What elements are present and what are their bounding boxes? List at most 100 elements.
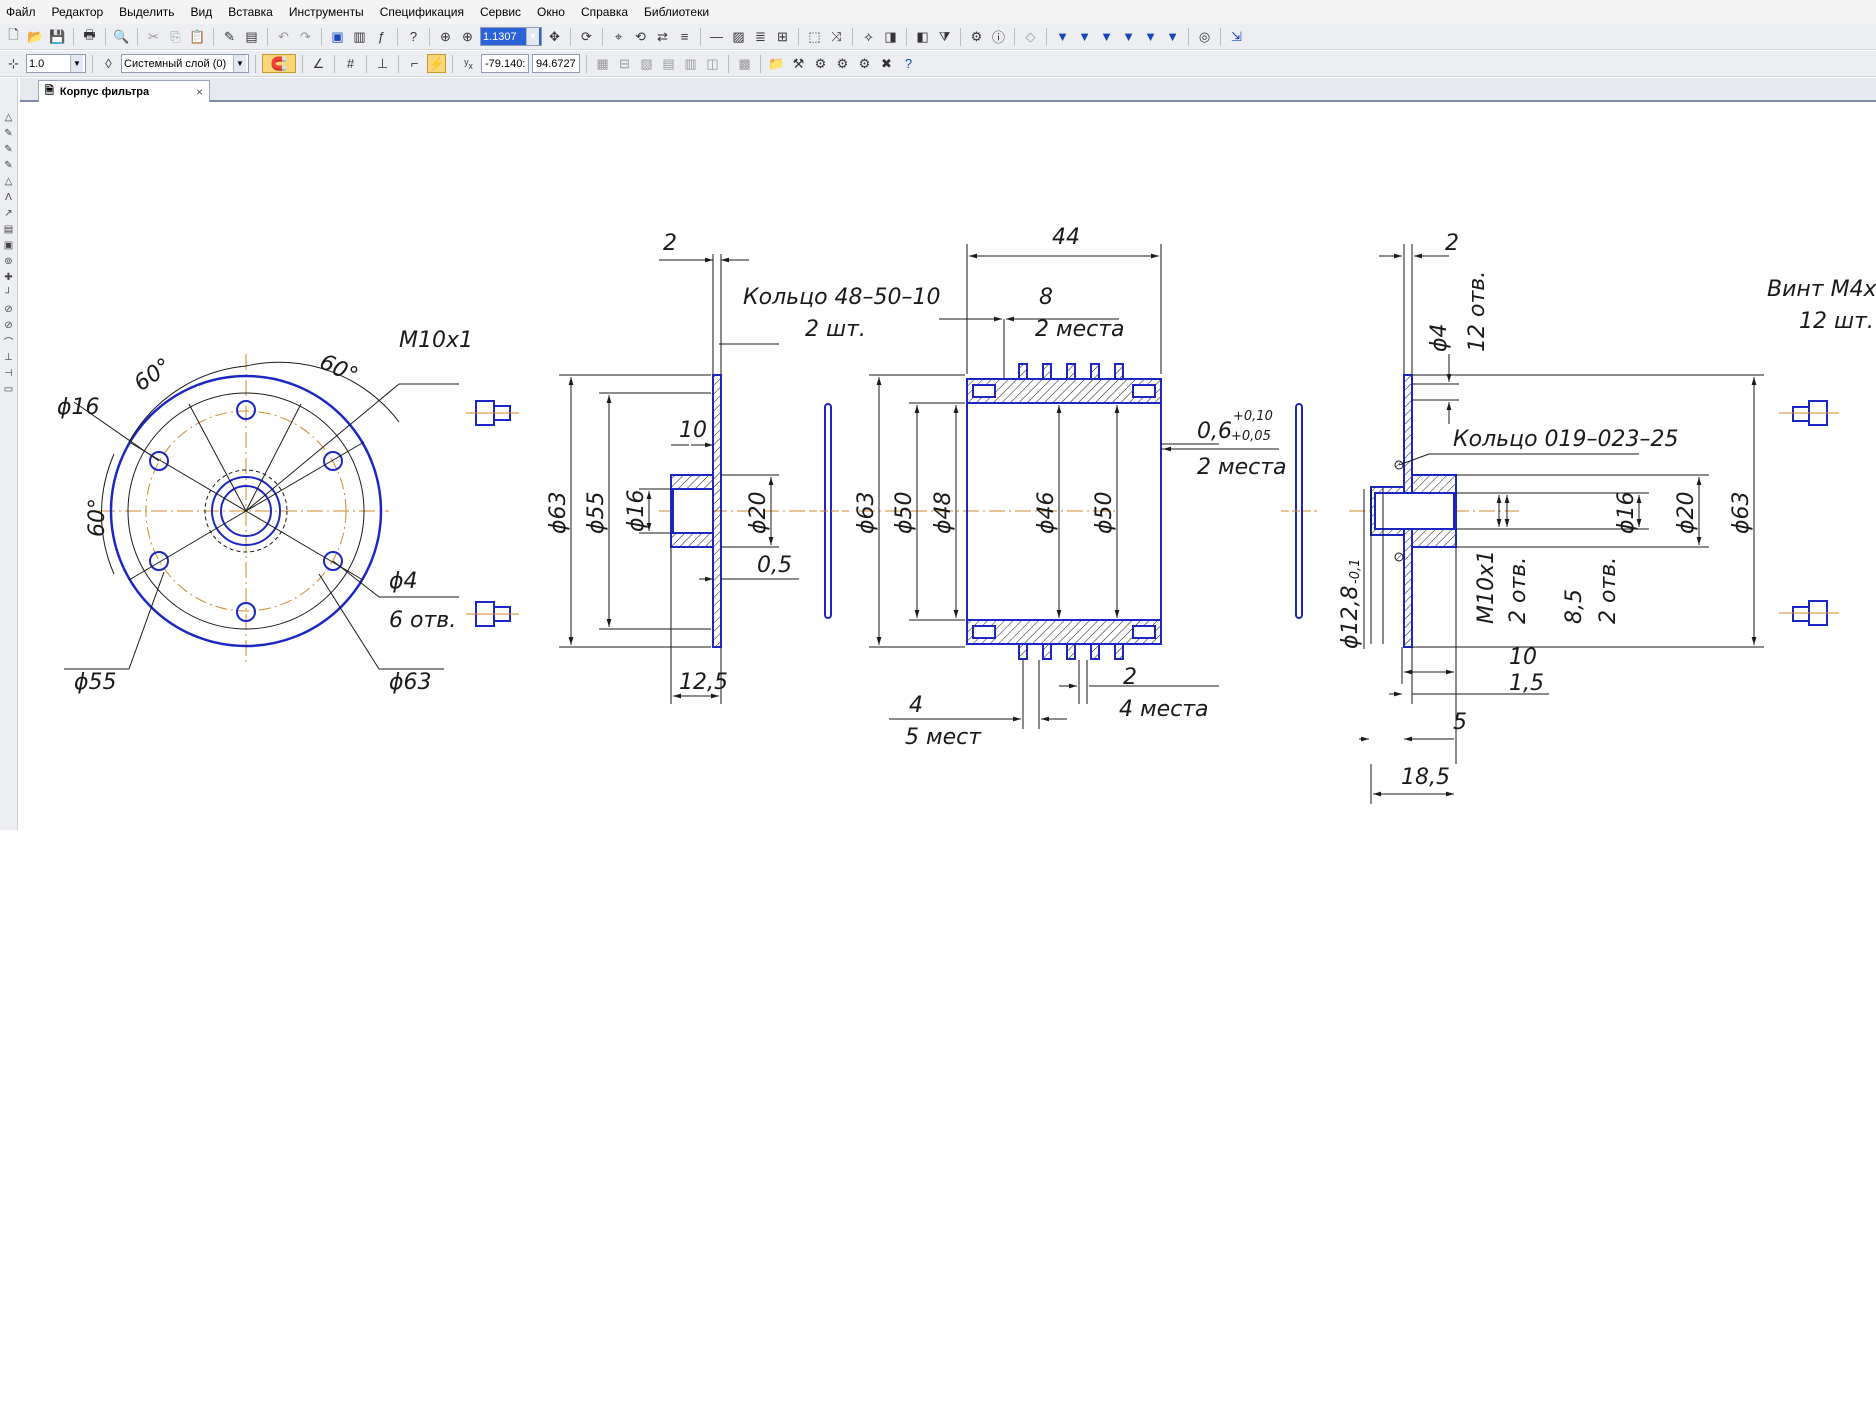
library-icon[interactable]: ▥ xyxy=(353,28,366,44)
view-left-icon[interactable]: ▼ xyxy=(1144,29,1157,44)
pan-icon[interactable]: ✥ xyxy=(549,28,560,44)
transform-icon[interactable]: ⤨ xyxy=(831,28,842,44)
frame-icon[interactable]: ⬚ xyxy=(808,28,821,44)
menu-item[interactable]: Окно xyxy=(537,5,565,19)
filter-icon[interactable]: ⧩ xyxy=(938,28,951,44)
tool-icon[interactable]: ⊘ xyxy=(4,303,13,315)
tool-icon[interactable]: ┘ xyxy=(4,287,13,299)
zoom-in-icon[interactable]: ⊕ xyxy=(462,28,473,44)
menu-item[interactable]: Файл xyxy=(6,5,36,19)
zoom-window-icon[interactable]: ⊕ xyxy=(440,28,451,44)
chevron-down-icon[interactable]: ▼ xyxy=(70,55,83,72)
grey-tool-icon[interactable]: ▤ xyxy=(662,55,675,71)
notation-icon[interactable]: ✎ xyxy=(4,143,13,155)
menu-item[interactable]: Редактор xyxy=(51,5,104,19)
save-icon[interactable]: 💾 xyxy=(49,28,66,44)
tool-icon[interactable]: ▭ xyxy=(3,383,14,395)
zoom-combo[interactable]: 1.1307 ▼ xyxy=(480,27,542,46)
refresh-icon[interactable]: ⟳ xyxy=(581,28,592,44)
measure-icon[interactable]: Λ xyxy=(5,191,12,203)
edit-icon[interactable]: ✎ xyxy=(4,159,13,171)
tool-icon[interactable]: ⊘ xyxy=(4,319,13,331)
report-icon[interactable]: ▣ xyxy=(3,239,14,251)
tool-icon[interactable]: ✚ xyxy=(4,271,13,283)
select-icon[interactable]: ⌖ xyxy=(614,28,623,44)
menu-item[interactable]: Вставка xyxy=(228,5,273,19)
dimension-icon[interactable]: ✎ xyxy=(4,127,13,139)
close-icon[interactable]: × xyxy=(195,84,203,99)
variables-icon[interactable]: ƒ xyxy=(377,29,386,44)
grey-tool-icon[interactable]: ▥ xyxy=(684,55,697,71)
info-icon[interactable]: ⓘ xyxy=(991,30,1005,45)
spec-icon[interactable]: ▤ xyxy=(3,223,14,235)
help-icon[interactable]: ? xyxy=(409,29,418,44)
magnet-snap-icon[interactable]: 🧲 xyxy=(262,54,296,73)
measure-icon[interactable]: ⟡ xyxy=(864,28,873,44)
redo-icon[interactable]: ↷ xyxy=(300,28,311,44)
geometry-icon[interactable]: △ xyxy=(4,111,13,123)
grey-tool-icon[interactable]: ⊟ xyxy=(619,55,630,71)
view-top-icon[interactable]: ▼ xyxy=(1100,29,1113,44)
properties-icon[interactable]: ✎ xyxy=(224,28,235,44)
spec-icon[interactable]: ⚒ xyxy=(792,55,805,71)
view-right-icon[interactable]: ▼ xyxy=(1166,29,1179,44)
new-file-icon[interactable]: 🗋 xyxy=(8,26,19,42)
menu-item[interactable]: Спецификация xyxy=(379,5,464,19)
insert-icon[interactable]: ⊚ xyxy=(4,255,13,267)
grid-icon[interactable]: # xyxy=(346,56,355,71)
tool-icon[interactable]: ⊥ xyxy=(4,351,13,363)
tools2-icon[interactable]: ⚙ xyxy=(836,55,849,71)
grey-tool-icon[interactable]: ▩ xyxy=(738,55,751,71)
target-icon[interactable]: ◎ xyxy=(1198,28,1211,44)
grey-tool-icon[interactable]: ▦ xyxy=(596,55,609,71)
orient-icon[interactable]: ⇄ xyxy=(657,28,668,44)
layer-icon[interactable]: ◊ xyxy=(105,56,112,71)
menu-item[interactable]: Библиотеки xyxy=(644,5,710,19)
parametric-icon[interactable]: ⚡ xyxy=(427,54,446,73)
menu-item[interactable]: Инструменты xyxy=(288,5,364,19)
view-back-icon[interactable]: ▼ xyxy=(1078,29,1091,44)
text-icon[interactable]: ≣ xyxy=(755,28,766,44)
cut-icon[interactable]: ✂ xyxy=(148,28,159,44)
drawing-canvas[interactable]: ϕ16 60° 60° 60° M10x1 ϕ4 6 отв. ϕ55 ϕ63 xyxy=(19,104,1876,830)
chevron-down-icon[interactable]: ▼ xyxy=(233,55,246,72)
menu-item[interactable]: Справка xyxy=(580,5,629,19)
view-bottom-icon[interactable]: ▼ xyxy=(1122,29,1135,44)
chevron-down-icon[interactable]: ▼ xyxy=(526,28,539,45)
copy-icon[interactable]: ⎘ xyxy=(170,28,181,44)
shape-icon[interactable]: ◨ xyxy=(884,28,897,44)
menu-item[interactable]: Выделить xyxy=(119,5,175,19)
tools3-icon[interactable]: ⚙ xyxy=(858,55,871,71)
grey-tool-icon[interactable]: ▧ xyxy=(640,55,653,71)
paste-icon[interactable]: 📋 xyxy=(189,28,206,44)
param-icon[interactable]: △ xyxy=(4,175,13,187)
view-front-icon[interactable]: ▼ xyxy=(1056,29,1069,44)
local-cs-icon[interactable]: ⊥ xyxy=(376,55,389,71)
tool-icon[interactable]: ⌒ xyxy=(3,337,14,349)
layer-combo[interactable]: Системный слой (0) ▼ xyxy=(121,54,249,73)
coord-y-field[interactable]: 94.6727 xyxy=(532,54,580,73)
grey-tool-icon[interactable]: ◫ xyxy=(706,55,719,71)
hatch-icon[interactable]: ▨ xyxy=(732,28,745,44)
ortho-icon[interactable]: ∠ xyxy=(312,55,325,71)
menu-item[interactable]: Вид xyxy=(190,5,213,19)
export-icon[interactable]: ⇲ xyxy=(1231,28,1242,44)
list-icon[interactable]: ≡ xyxy=(680,29,689,44)
layers-icon[interactable]: ◧ xyxy=(916,28,929,44)
tools-icon[interactable]: ⚙ xyxy=(814,55,827,71)
snap-icon[interactable]: ⊹ xyxy=(8,55,19,71)
preview-icon[interactable]: 🔍 xyxy=(113,28,130,44)
document-tab[interactable]: 🗎 Корпус фильтра × xyxy=(38,80,210,102)
round-icon[interactable]: ⌐ xyxy=(410,56,419,71)
coord-x-field[interactable]: -79.140: xyxy=(481,54,529,73)
line-icon[interactable]: — xyxy=(710,29,723,44)
library-manager-icon[interactable]: 📁 xyxy=(768,55,785,71)
open-icon[interactable]: 📂 xyxy=(27,28,44,44)
tool-icon[interactable]: ⊣ xyxy=(4,367,13,379)
wrench-icon[interactable]: ✖ xyxy=(881,55,892,71)
undo-icon[interactable]: ↶ xyxy=(278,28,289,44)
line-scale-combo[interactable]: 1.0 ▼ xyxy=(26,54,86,73)
select-icon[interactable]: ↗ xyxy=(4,207,13,219)
manager-icon[interactable]: ▣ xyxy=(331,28,344,44)
table-icon[interactable]: ⊞ xyxy=(777,28,788,44)
